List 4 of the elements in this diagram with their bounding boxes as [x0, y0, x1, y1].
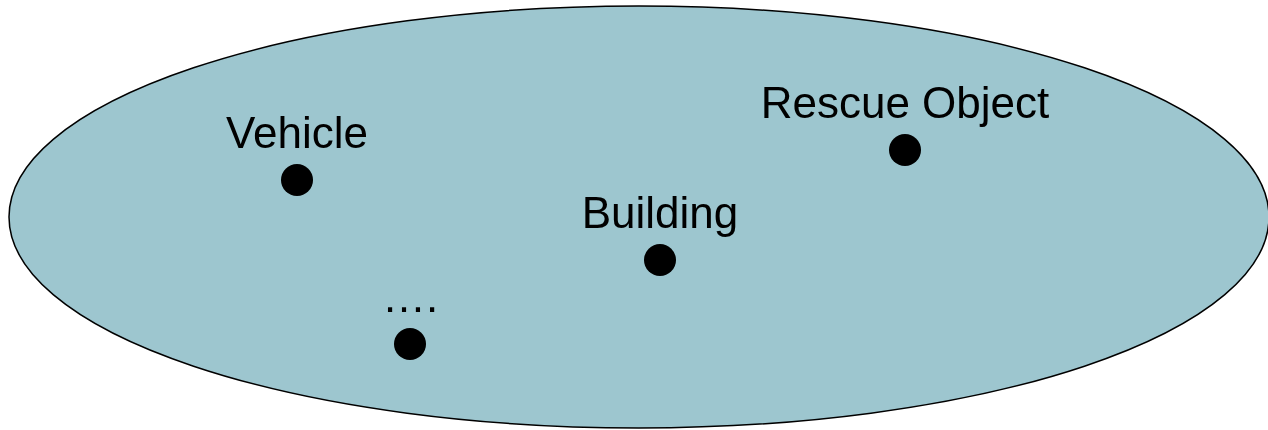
point-label: ….: [381, 272, 439, 322]
point-label: Rescue Object: [760, 78, 1050, 128]
point-label: Building: [581, 188, 739, 238]
point-label: Vehicle: [226, 108, 368, 158]
